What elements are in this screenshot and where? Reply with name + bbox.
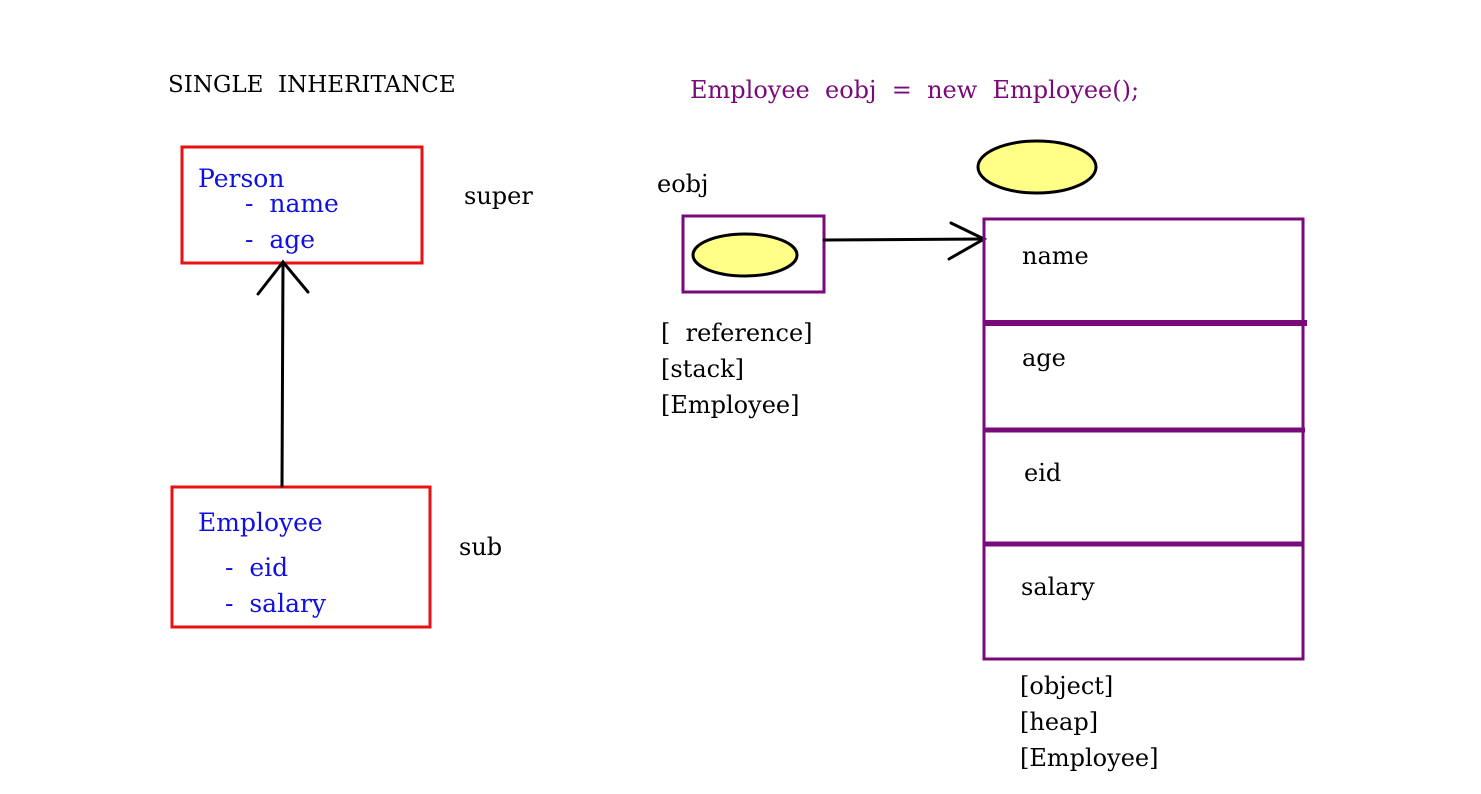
employee-class-name: Employee: [198, 508, 323, 537]
code-statement: Employee eobj = new Employee();: [690, 76, 1140, 104]
reference-note-1: [ reference]: [661, 319, 813, 347]
employee-field-salary: - salary: [225, 589, 327, 618]
reference-value-ellipse: [691, 232, 799, 278]
person-class-name: Person: [198, 164, 285, 193]
inheritance-arrow: [256, 259, 310, 488]
sub-label: sub: [459, 533, 503, 561]
heap-note-3: [Employee]: [1020, 744, 1159, 772]
person-field-name: - name: [245, 189, 339, 218]
person-class-box: [180, 145, 424, 265]
heap-field-age: age: [1022, 344, 1066, 372]
person-field-age: - age: [245, 225, 316, 254]
heap-field-name: name: [1022, 242, 1089, 270]
reference-box: [681, 214, 826, 294]
reference-note-3: [Employee]: [661, 391, 800, 419]
reference-arrow: [822, 221, 988, 261]
reference-variable-label: eobj: [657, 170, 709, 198]
heap-field-eid: eid: [1024, 459, 1062, 487]
employee-field-eid: - eid: [225, 553, 289, 582]
heap-object-box: [982, 217, 1305, 661]
object-header-ellipse: [976, 139, 1098, 195]
reference-note-2: [stack]: [661, 355, 744, 383]
super-label: super: [464, 182, 533, 210]
heap-note-1: [object]: [1020, 672, 1114, 700]
employee-class-box: [170, 485, 432, 629]
heap-note-2: [heap]: [1020, 708, 1099, 736]
diagram-title: SINGLE INHERITANCE: [168, 72, 456, 98]
heap-field-salary: salary: [1021, 573, 1095, 601]
